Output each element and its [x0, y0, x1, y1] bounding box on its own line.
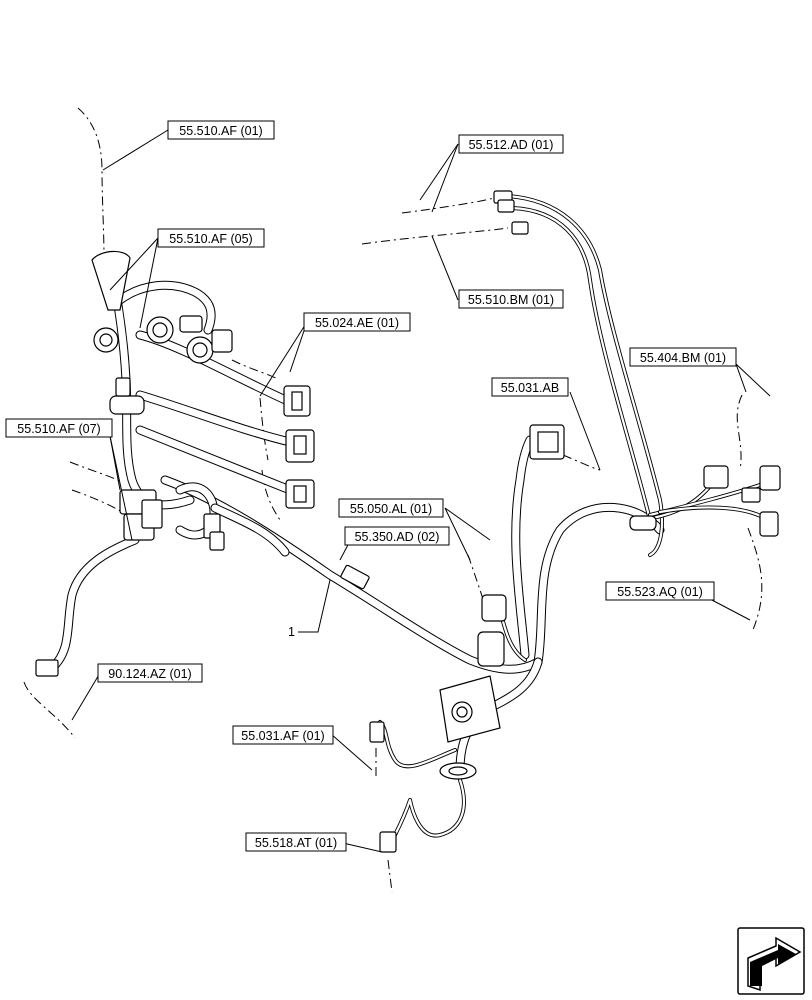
svg-text:55.518.AT (01): 55.518.AT (01)	[255, 836, 337, 850]
svg-text:55.031.AF (01): 55.031.AF (01)	[241, 729, 324, 743]
small-plug	[379, 831, 397, 853]
svg-text:55.523.AQ (01): 55.523.AQ (01)	[617, 585, 702, 599]
round-plug	[477, 631, 505, 667]
multi-connector-block	[119, 489, 163, 541]
harness-sleeve	[91, 250, 131, 311]
callout-55-024-ae-01: 55.024.AE (01)	[303, 312, 411, 332]
callout-55-404-bm-01: 55.404.BM (01)	[629, 347, 737, 367]
callout-55-510-bm-01: 55.510.BM (01)	[458, 289, 564, 309]
callout-55-523-aq-01: 55.523.AQ (01)	[605, 581, 715, 601]
svg-text:55.510.BM (01): 55.510.BM (01)	[468, 293, 554, 307]
small-connector	[115, 377, 131, 397]
round-connector	[93, 315, 233, 364]
svg-text:55.050.AL (01): 55.050.AL (01)	[350, 502, 432, 516]
round-plug	[481, 594, 507, 622]
callout-55-050-al-01: 55.050.AL (01)	[338, 498, 444, 518]
harness-cables	[47, 257, 665, 775]
callout-55-510-af-01: 55.510.AF (01)	[167, 120, 275, 140]
svg-text:55.510.AF (01): 55.510.AF (01)	[179, 124, 262, 138]
svg-text:55.031.AB: 55.031.AB	[501, 381, 559, 395]
end-connector	[35, 659, 59, 677]
clip-band	[109, 395, 145, 415]
callout-90-124-az-01: 90.124.AZ (01)	[97, 663, 203, 683]
small-plug	[369, 721, 385, 743]
callout-55-031-af-01: 55.031.AF (01)	[232, 725, 334, 745]
callout-55-512-ad-01: 55.512.AD (01)	[458, 134, 564, 154]
sensor-connector	[703, 465, 729, 489]
callout-55-518-at-01: 55.518.AT (01)	[245, 832, 347, 852]
components	[35, 190, 781, 853]
svg-text:55.404.BM (01): 55.404.BM (01)	[640, 351, 726, 365]
svg-text:55.510.AF (07): 55.510.AF (07)	[17, 422, 100, 436]
callout-55-510-af-07: 55.510.AF (07)	[5, 418, 113, 438]
callout-55-510-af-05: 55.510.AF (05)	[157, 228, 265, 248]
svg-text:55.350.AD (02): 55.350.AD (02)	[355, 530, 440, 544]
item-number-label: 1	[288, 625, 295, 639]
svg-text:55.512.AD (01): 55.512.AD (01)	[469, 138, 554, 152]
connector-stack	[283, 385, 315, 509]
svg-text:55.510.AF (05): 55.510.AF (05)	[169, 232, 252, 246]
svg-text:90.124.AZ (01): 90.124.AZ (01)	[108, 667, 191, 681]
leader-lines	[71, 129, 771, 853]
callout-55-350-ad-02: 55.350.AD (02)	[344, 526, 450, 546]
callout-55-031-ab: 55.031.AB	[491, 377, 569, 397]
inline-connector	[340, 564, 370, 590]
next-page-arrow-icon[interactable]	[737, 927, 805, 995]
inline-connector	[209, 531, 225, 551]
svg-text:55.024.AE (01): 55.024.AE (01)	[315, 316, 399, 330]
